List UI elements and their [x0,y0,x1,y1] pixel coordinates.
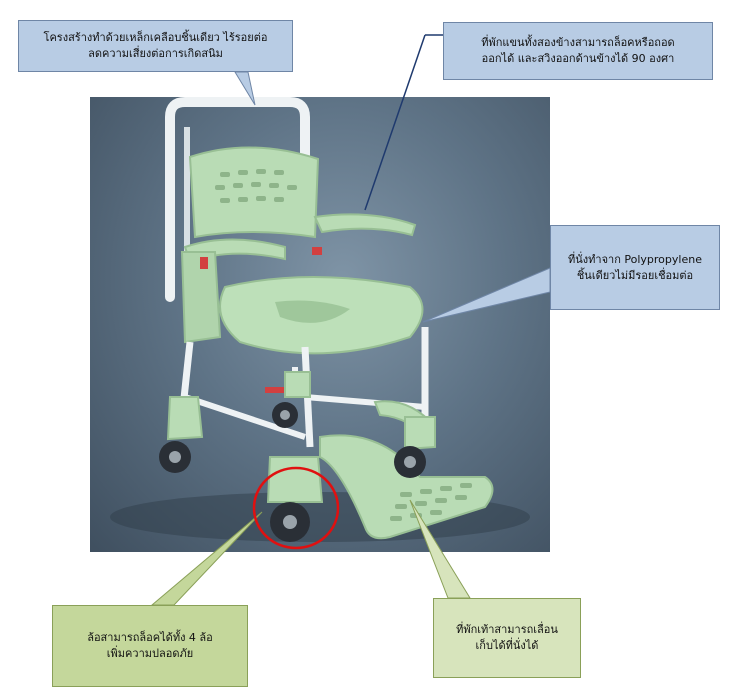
frame-callout: โครงสร้างทำด้วยเหล็กเคลือบชิ้นเดียว ไร้ร… [18,20,293,72]
armrest-callout-line2: ออกได้ และสวิงออกด้านข้างได้ 90 องศา [481,52,675,65]
footrest-callout-tail [409,499,471,599]
wheels-callout-tail [150,511,263,606]
frame-callout-line2: ลดความเสี่ยงต่อการเกิดสนิม [88,47,223,60]
footrest-callout-line1: ที่พักเท้าสามารถเลื่อน [456,623,558,636]
seat-callout-line1: ที่นั่งทำจาก Polypropylene [568,252,702,266]
wheels-callout-line1: ล้อสามารถล็อคได้ทั้ง 4 ล้อ [87,631,213,644]
seat-callout-line2: ชิ้นเดียวไม่มีรอยเชื่อมต่อ [576,268,694,282]
wheels-callout-line2: เพิ่มความปลอดภัย [106,647,194,660]
wheels-callout: ล้อสามารถล็อคได้ทั้ง 4 ล้อ เพิ่มความปลอด… [52,605,248,687]
armrest-callout: ที่พักแขนทั้งสองข้างสามารถล็อคหรือถอด ออ… [443,22,713,80]
footrest-callout-line2: เก็บได้ที่นั่งได้ [475,639,539,652]
wheel-highlight-circle [252,466,340,550]
frame-callout-tail [234,71,256,106]
frame-callout-line1: โครงสร้างทำด้วยเหล็กเคลือบชิ้นเดียว ไร้ร… [43,31,268,44]
armrest-pointer-diagonal [364,34,426,211]
armrest-callout-line1: ที่พักแขนทั้งสองข้างสามารถล็อคหรือถอด [481,36,675,49]
footrest-callout: ที่พักเท้าสามารถเลื่อน เก็บได้ที่นั่งได้ [433,598,581,678]
seat-callout-tail [422,267,551,323]
seat-callout: ที่นั่งทำจาก Polypropylene ชิ้นเดียวไม่ม… [550,225,720,310]
